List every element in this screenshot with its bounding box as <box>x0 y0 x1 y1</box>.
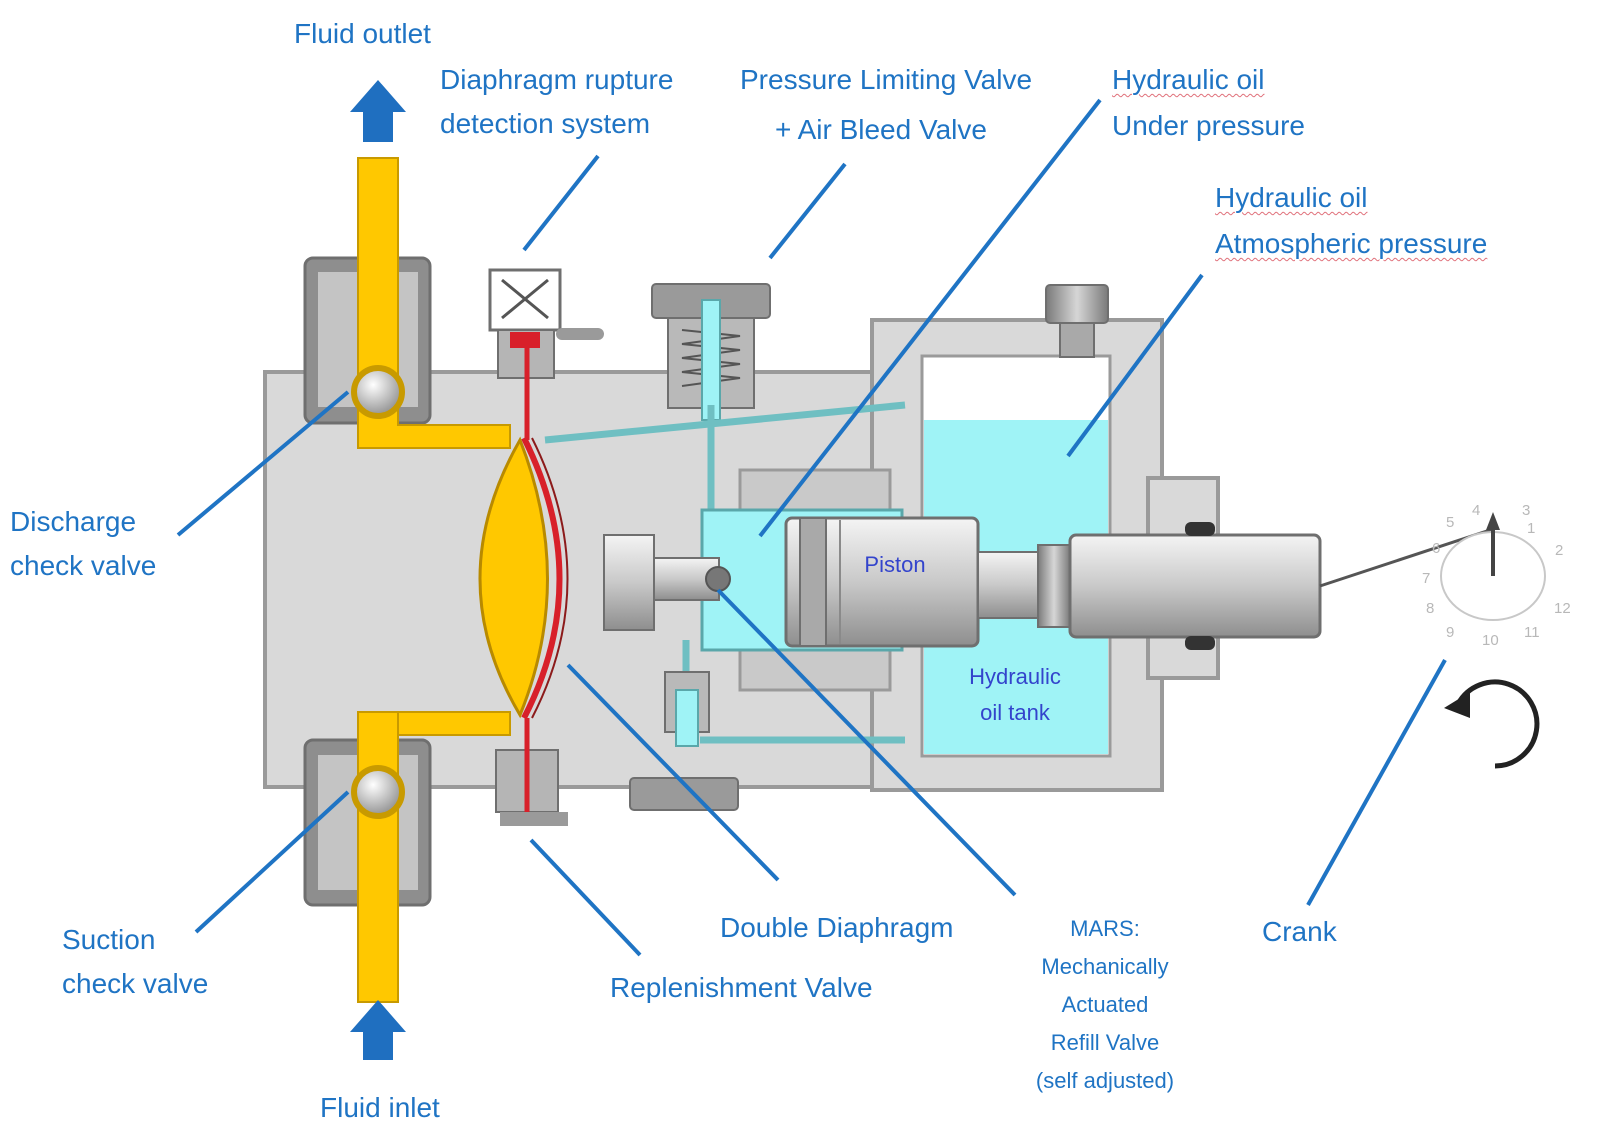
pressure-limiting-label-line2: + Air Bleed Valve <box>775 114 987 145</box>
rotation-arrow-icon <box>1455 679 1540 769</box>
pressure-limiting-label-line1: Pressure Limiting Valve <box>740 64 1033 95</box>
replenishment-valve-label: Replenishment Valve <box>610 972 873 1003</box>
discharge-valve-label-line2: check valve <box>10 550 157 581</box>
dial-number: 9 <box>1446 624 1455 641</box>
dial-number: 3 <box>1522 502 1531 519</box>
dial-number: 10 <box>1482 632 1499 649</box>
rotation-arrow-head-icon <box>1444 692 1470 718</box>
rupture-detection-label-line2: detection system <box>440 108 651 139</box>
piston-label: Piston <box>864 552 926 577</box>
suction-check-ball <box>351 765 405 819</box>
hydraulic-oil-under-label-line2: Under pressure <box>1112 110 1305 141</box>
rod-seals <box>1185 522 1215 650</box>
fluid-inlet-label: Fluid inlet <box>320 1092 440 1123</box>
dial-number: 1 <box>1527 520 1536 537</box>
dial-number: 7 <box>1422 570 1431 587</box>
pressure-limiting-valve <box>651 283 771 421</box>
dial-number: 2 <box>1555 542 1564 559</box>
hydraulic-oil-under-label-line1: Hydraulic oil <box>1112 64 1265 95</box>
double-diaphragm <box>521 436 563 720</box>
hydraulic-oil-atm-label-line1: Hydraulic oil <box>1215 182 1368 213</box>
discharge-check-ball <box>351 365 405 419</box>
replenishment-valve <box>495 718 568 826</box>
oil-tank-label-line1: Hydraulic <box>969 664 1061 689</box>
dial-number: 11 <box>1524 624 1540 641</box>
oil-tank-label-line2: oil tank <box>980 700 1050 725</box>
crank <box>1319 512 1546 621</box>
hydraulic-oil-atm-label-line2: Atmospheric pressure <box>1215 228 1488 259</box>
mars-label-line2: Mechanically <box>1041 954 1169 979</box>
rupture-detection-label-line1: Diaphragm rupture <box>440 64 674 95</box>
dial-number: 5 <box>1446 514 1455 531</box>
dial-number: 8 <box>1426 600 1435 617</box>
refill-valve-bottom <box>629 671 739 811</box>
discharge-valve-label-line1: Discharge <box>10 506 137 537</box>
crank-label: Crank <box>1262 916 1337 947</box>
mars-label-line4: Refill Valve <box>1050 1030 1160 1055</box>
mars-label-line3: Actuated <box>1061 992 1149 1017</box>
mars-label-line1: MARS: <box>1070 916 1140 941</box>
fluid-inlet-arrow <box>350 1000 406 1060</box>
dial-number: 12 <box>1554 600 1571 617</box>
mars-label-line5: (self adjusted) <box>1035 1068 1175 1093</box>
leader-lines <box>176 98 1447 957</box>
double-diaphragm-label: Double Diaphragm <box>720 912 954 943</box>
mars-refill-stem <box>603 534 731 631</box>
suction-valve-label-line1: Suction <box>62 924 156 955</box>
rupture-detector <box>488 268 604 440</box>
dial-number: 6 <box>1432 540 1441 557</box>
fluid-outlet-arrow <box>350 80 406 142</box>
fluid-outlet-label: Fluid outlet <box>294 18 431 49</box>
tank-vent-plug <box>1045 284 1109 358</box>
dial-number: 4 <box>1472 502 1481 519</box>
pump-chamber <box>478 436 549 719</box>
piston <box>784 516 1322 648</box>
suction-valve-label-line2: check valve <box>62 968 209 999</box>
